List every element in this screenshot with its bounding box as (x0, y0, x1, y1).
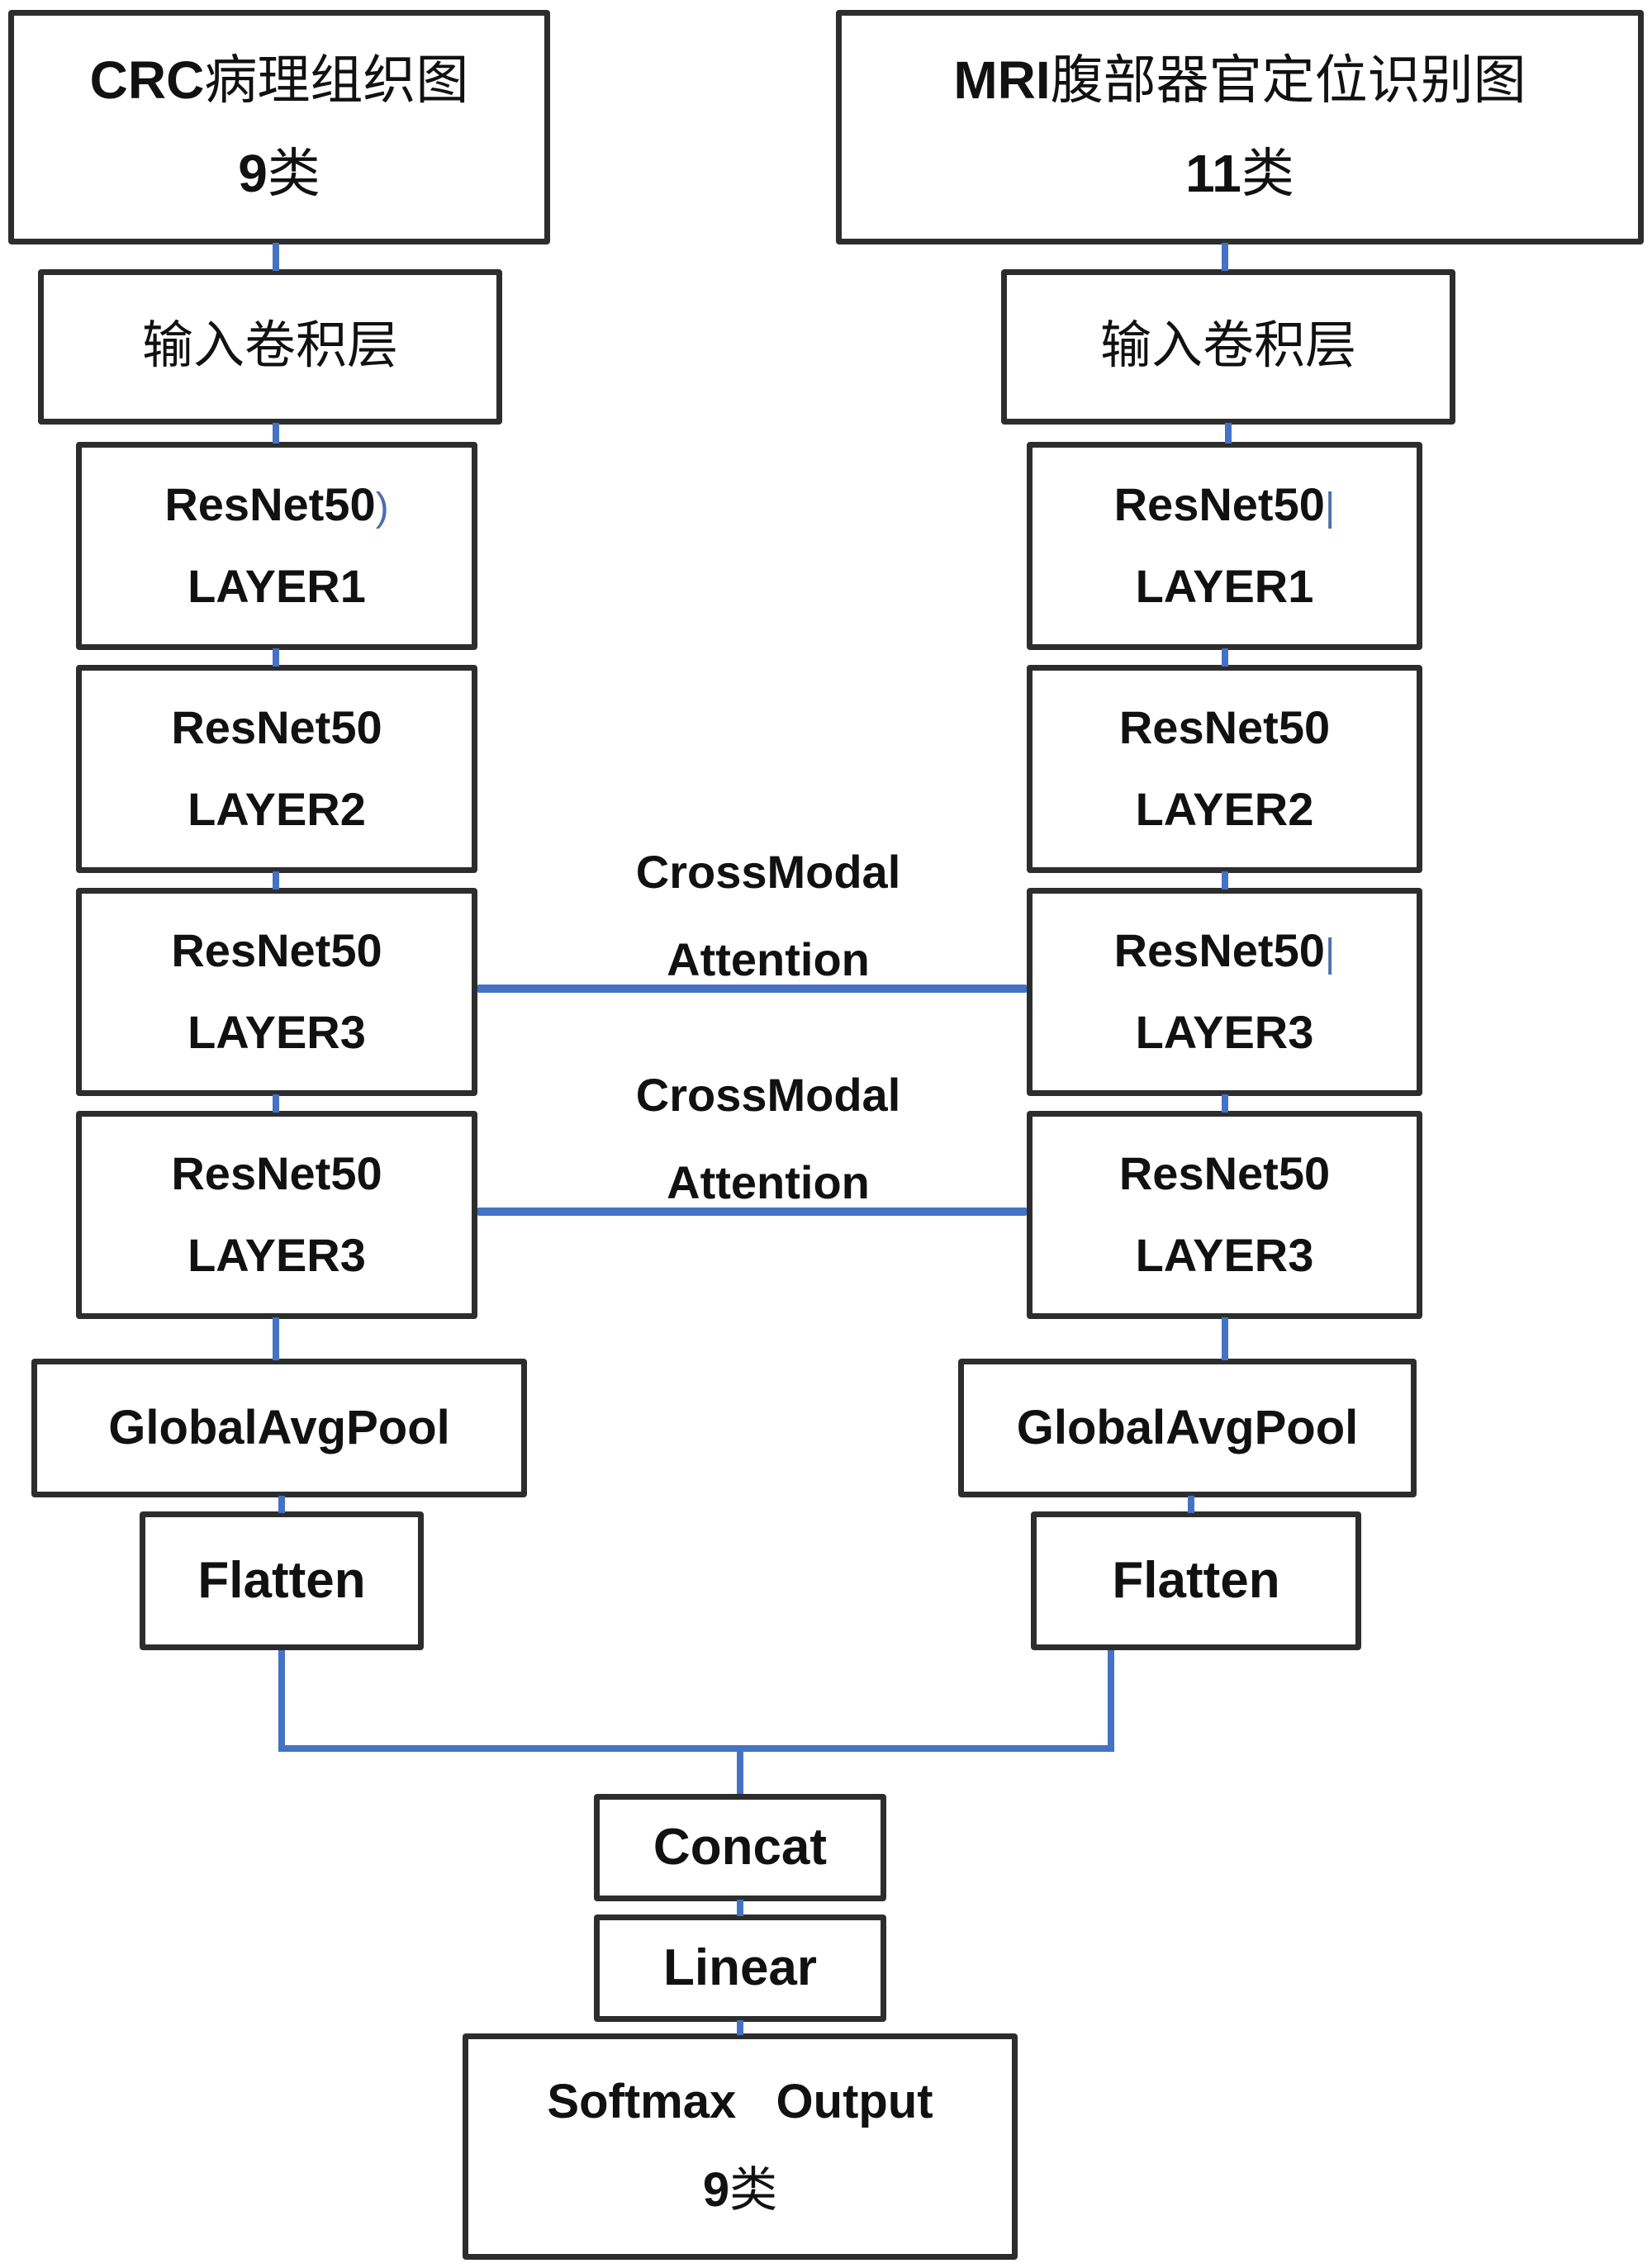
layer-line1: ResNet50 (1118, 701, 1331, 754)
connector-left-layer2-layer3a (273, 871, 279, 890)
layer-line2: LAYER3 (188, 1229, 366, 1282)
connector-linear-softmax (737, 2020, 743, 2035)
connector-right-layer3b-pool (1222, 1317, 1228, 1360)
node-softmax-output: Softmax Output 9类 (463, 2033, 1018, 2260)
node-right-globalavgpool: GlobalAvgPool (958, 1359, 1417, 1497)
node-right-input-image: MRI腹部器官定位识别图 11类 (836, 10, 1644, 244)
connector-left-flatten-merge (278, 1650, 285, 1752)
connector-right-layer2-layer3a (1222, 871, 1228, 890)
attention-text: Attention (667, 933, 870, 985)
crossmodal-attention-label-2: CrossModal Attention (562, 1072, 975, 1206)
connector-left-layer3b-pool (273, 1317, 279, 1360)
connector-right-input-conv (1222, 243, 1228, 271)
layer-line1: ResNet50 (171, 701, 382, 754)
layer-line1: ResNet50 (171, 1147, 382, 1200)
node-right-input-conv-label: 输入卷积层 (1099, 318, 1356, 375)
node-right-input-title: MRI腹部器官定位识别图 (953, 50, 1526, 111)
node-left-resnet-layer3b: ResNet50 LAYER3 (76, 1111, 477, 1319)
crossmodal-attention-label-1: CrossModal Attention (562, 849, 975, 983)
linear-label: Linear (662, 1939, 818, 1997)
node-left-input-conv: 输入卷积层 (38, 269, 502, 425)
node-right-resnet-layer2: ResNet50 LAYER2 (1027, 665, 1422, 873)
node-left-globalavgpool: GlobalAvgPool (31, 1359, 527, 1497)
node-right-flatten: Flatten (1031, 1511, 1361, 1650)
flatten-label: Flatten (197, 1552, 366, 1610)
softmax-classes: 9类 (702, 2163, 778, 2218)
node-concat: Concat (594, 1794, 886, 1901)
connector-merge-concat (737, 1752, 743, 1794)
layer-line1: ResNet50 (171, 924, 382, 977)
node-linear: Linear (594, 1915, 886, 2022)
connector-right-layer1-layer2 (1222, 648, 1228, 667)
node-left-resnet-layer1: ResNet50) LAYER1 (76, 442, 477, 650)
layer-line1: ResNet50 (1118, 1147, 1331, 1200)
node-right-resnet-layer3b: ResNet50 LAYER3 (1027, 1111, 1422, 1319)
layer-line2: LAYER1 (188, 560, 366, 613)
node-left-resnet-layer3a: ResNet50 LAYER3 (76, 888, 477, 1096)
connector-left-layer1-layer2 (273, 648, 279, 667)
pool-label: GlobalAvgPool (108, 1400, 450, 1454)
connector-right-layer3a-layer3b (1222, 1094, 1228, 1113)
connector-concat-linear (737, 1900, 743, 1916)
connector-left-conv-layer1 (273, 423, 279, 444)
node-left-input-title: CRC病理组织图 (89, 50, 469, 111)
layer-line2: LAYER3 (1135, 1229, 1314, 1282)
crossmodal-text: CrossModal (635, 846, 901, 898)
softmax-label: Softmax Output (547, 2075, 933, 2129)
layer-line2: LAYER3 (188, 1006, 366, 1059)
node-left-input-conv-label: 输入卷积层 (141, 318, 398, 375)
node-left-resnet-layer2: ResNet50 LAYER2 (76, 665, 477, 873)
connector-left-input-conv (273, 243, 279, 271)
flatten-label: Flatten (1112, 1552, 1280, 1610)
node-right-input-conv: 输入卷积层 (1001, 269, 1455, 425)
node-left-flatten: Flatten (140, 1511, 424, 1650)
layer-line2: LAYER2 (1135, 783, 1314, 836)
pool-label: GlobalAvgPool (1016, 1400, 1359, 1454)
attention-text: Attention (667, 1156, 870, 1208)
connector-right-flatten-merge (1108, 1650, 1114, 1752)
layer-line2: LAYER1 (1135, 560, 1314, 613)
layer-line2: LAYER3 (1135, 1006, 1314, 1059)
node-right-resnet-layer3a: ResNet50| LAYER3 (1027, 888, 1422, 1096)
connector-left-layer3a-layer3b (273, 1094, 279, 1113)
crossmodal-link-2 (477, 1208, 1027, 1216)
connector-right-conv-layer1 (1225, 423, 1232, 444)
connector-right-pool-flatten (1188, 1496, 1194, 1513)
layer-line1: ResNet50| (1113, 924, 1336, 977)
concat-label: Concat (653, 1819, 828, 1877)
node-left-input-image: CRC病理组织图 9类 (8, 10, 550, 244)
node-right-input-classes: 11类 (1185, 143, 1294, 203)
node-right-resnet-layer1: ResNet50| LAYER1 (1027, 442, 1422, 650)
crossmodal-text: CrossModal (635, 1069, 901, 1121)
crossmodal-link-1 (477, 985, 1027, 993)
connector-merge-horizontal (278, 1745, 1114, 1752)
node-left-input-classes: 9类 (238, 143, 320, 203)
layer-line1: ResNet50) (164, 478, 389, 531)
connector-left-pool-flatten (278, 1496, 285, 1513)
layer-line2: LAYER2 (188, 783, 366, 836)
layer-line1: ResNet50| (1113, 478, 1336, 531)
